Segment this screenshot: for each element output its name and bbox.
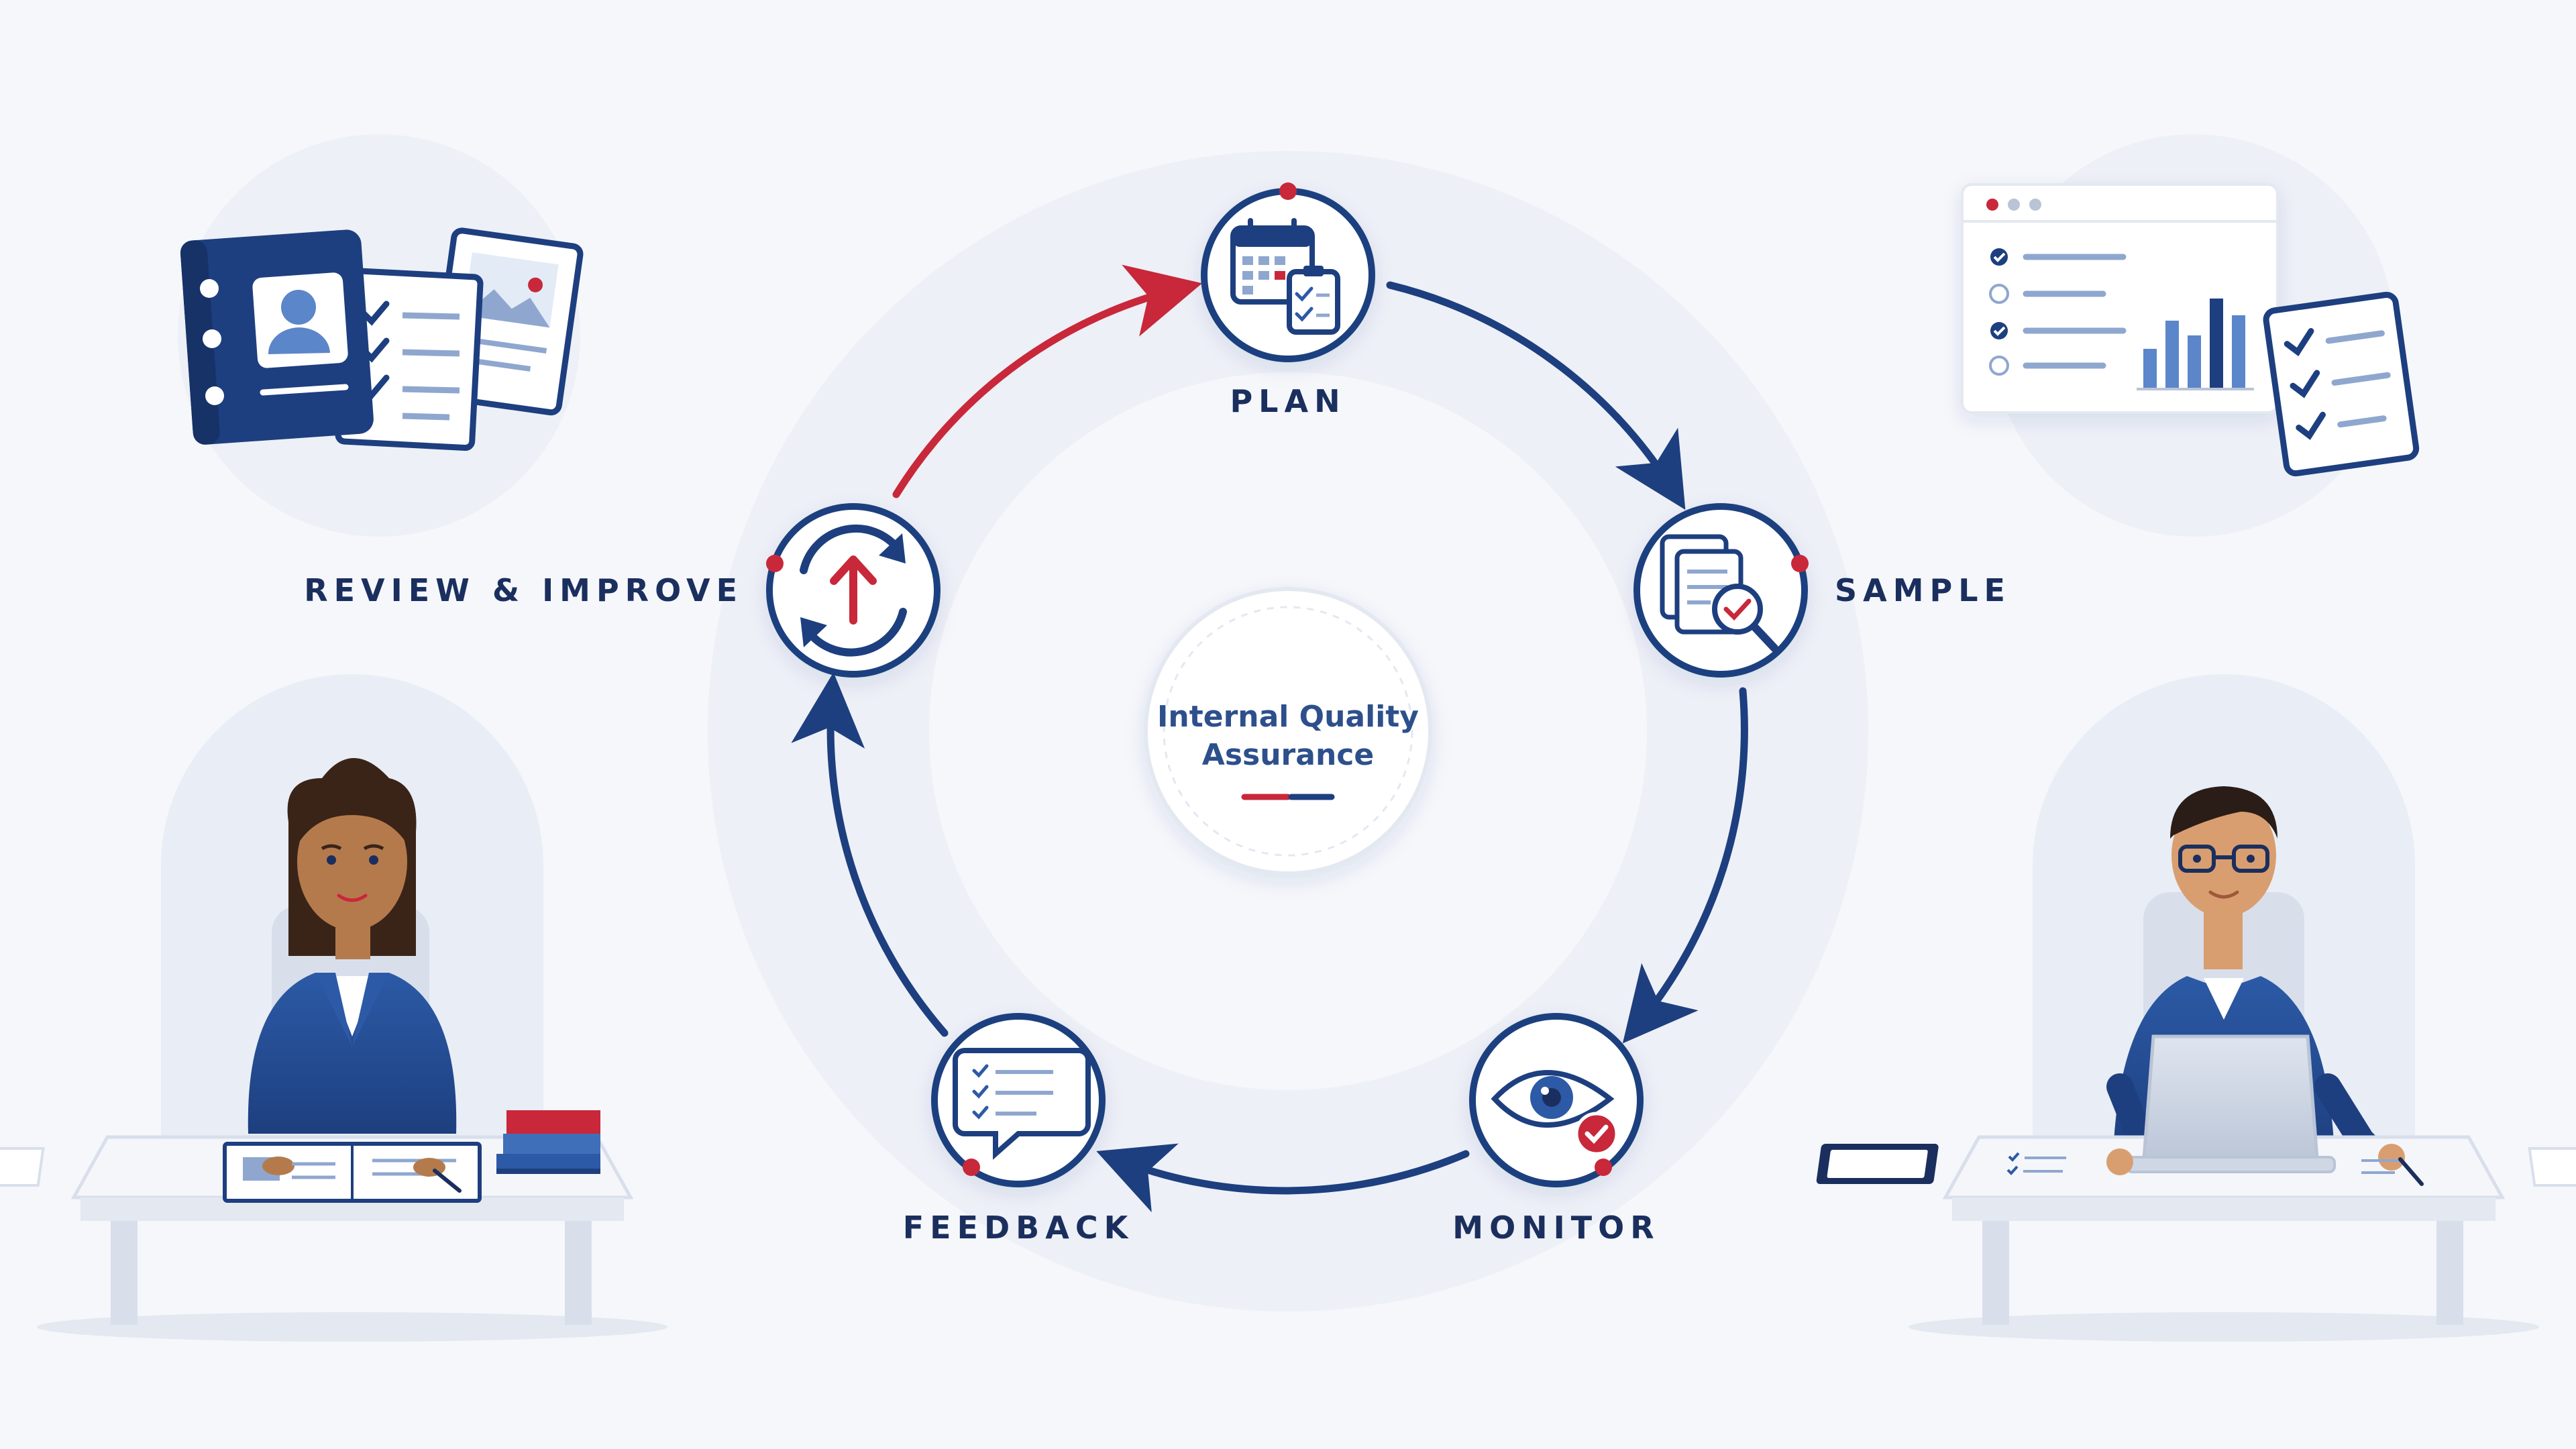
step-review: REVIEW & IMPROVE [304,503,941,678]
step-label-plan: PLAN [1230,383,1346,419]
feedback-dot [963,1159,980,1176]
step-plan: PLAN [1201,182,1375,419]
arrow-plan-to-sample [1386,281,1686,511]
step-label-feedback: FEEDBACK [903,1210,1134,1246]
speech-bubble-checklist-icon [953,1048,1091,1160]
center-title-line2: Assurance [1202,738,1374,772]
arrow-sample-to-monitor [1622,687,1748,1044]
monitor-dot [1595,1159,1612,1176]
plan-dot [1279,182,1297,200]
arrow-review-to-plan [892,264,1203,498]
step-monitor: MONITOR [1452,1013,1660,1246]
top-right-dashboard-illustration [1961,134,2420,537]
arrow-feedback-to-review [791,672,949,1037]
left-person-at-desk-illustration [0,674,667,1342]
step-label-monitor: MONITOR [1452,1210,1660,1246]
documents-magnifier-icon [1660,534,1778,652]
step-feedback: FEEDBACK [903,1013,1134,1246]
sample-dot [1791,555,1809,572]
eye-check-icon [1491,1070,1619,1156]
step-sample: SAMPLE [1633,503,2011,678]
step-label-review: REVIEW & IMPROVE [304,572,743,608]
top-left-documents-illustration [178,134,584,537]
refresh-arrow-up-icon [800,524,907,657]
review-dot [766,555,784,572]
calendar-checklist-icon [1230,218,1340,335]
cycle-arrows [791,264,1748,1213]
right-person-at-laptop-illustration [1816,674,2576,1342]
center-title-line1: Internal Quality [1157,700,1419,734]
center-disc [1144,587,1432,875]
step-label-sample: SAMPLE [1835,572,2011,608]
arrow-monitor-to-feedback [1096,1143,1470,1213]
